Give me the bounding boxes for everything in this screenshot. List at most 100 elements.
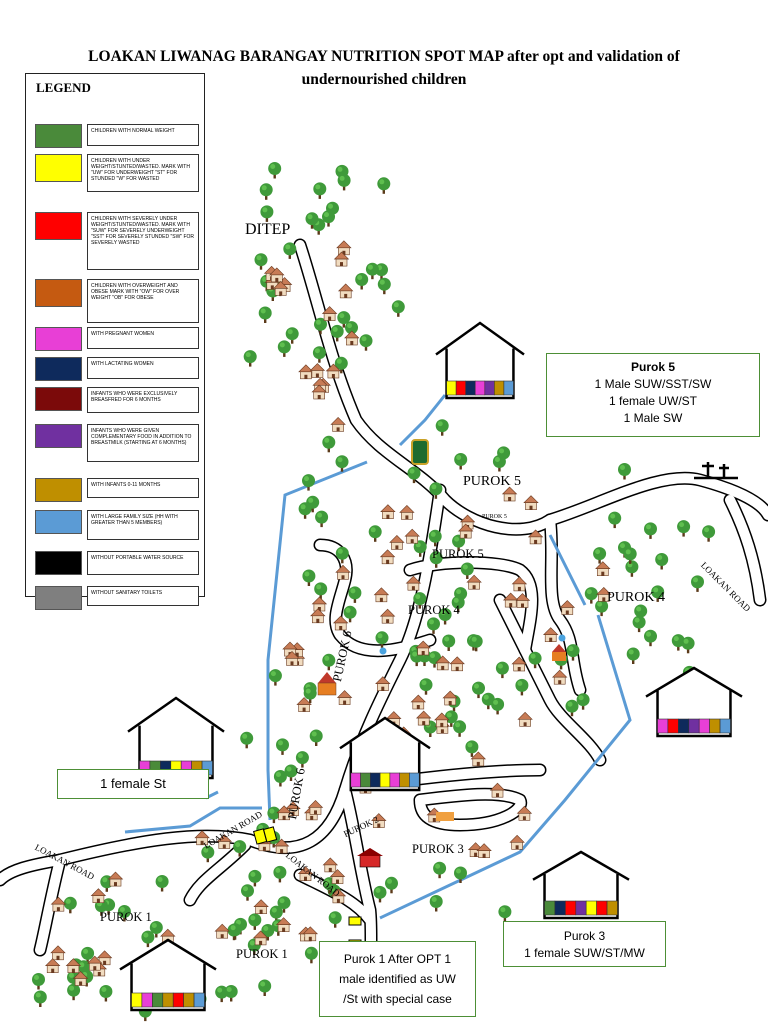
house-icon <box>50 945 66 961</box>
indicator-swatch <box>688 718 700 734</box>
water-point-icon <box>558 634 566 642</box>
tree-icon <box>454 453 468 470</box>
house-icon <box>470 751 486 767</box>
tree-icon <box>273 770 287 787</box>
house-icon <box>552 669 568 685</box>
tree-icon <box>273 865 287 883</box>
house-icon <box>466 574 482 590</box>
tree-icon <box>283 242 297 259</box>
tree-icon <box>355 273 369 290</box>
tree-icon <box>618 463 631 480</box>
tree-icon <box>315 510 329 528</box>
house-icon <box>595 561 611 577</box>
tree-icon <box>312 346 326 363</box>
tree-icon <box>259 183 273 200</box>
indicator-swatch <box>678 718 690 734</box>
indicator-swatch <box>474 380 486 396</box>
house-icon <box>543 627 559 643</box>
tree-icon <box>655 553 669 570</box>
indicator-swatch <box>152 992 164 1008</box>
yellow-marker-icon <box>253 826 362 949</box>
indicator-swatch <box>399 772 410 788</box>
tree-icon <box>373 885 387 903</box>
tree-icon <box>322 435 336 453</box>
legend-item: CHILDREN WITH UNDER WEIGHT/STUNTED/WASTE… <box>33 154 199 192</box>
tree-icon <box>228 923 242 940</box>
legend-label: WITH INFANTS 0-11 MONTHS <box>87 478 199 498</box>
legend-swatch <box>35 212 82 240</box>
tree-icon <box>702 525 716 542</box>
tree-icon <box>593 547 607 564</box>
tree-icon <box>515 678 529 696</box>
callout-line: 1 Male SW <box>623 411 683 425</box>
tree-icon <box>359 334 373 351</box>
legend-swatch <box>35 510 82 534</box>
house-icon <box>405 575 421 591</box>
legend-item: CHILDREN WITH OVERWEIGHT AND OBESE MARK … <box>33 279 199 323</box>
tree-icon <box>314 582 328 599</box>
tree-icon <box>677 520 691 537</box>
callout-line: 1 female SUW/ST/MW <box>524 946 645 960</box>
house-icon <box>214 923 230 939</box>
tree-icon <box>276 738 289 755</box>
tree-icon <box>391 300 405 317</box>
tree-icon <box>584 587 598 604</box>
indicator-swatch <box>379 772 391 788</box>
house-icon <box>296 697 312 713</box>
legend-label: CHILDREN WITH OVERWEIGHT AND OBESE MARK … <box>87 279 199 323</box>
tree-icon <box>258 306 272 323</box>
water-tank-icon <box>411 439 429 465</box>
tree-icon <box>155 875 169 892</box>
legend-item: WITH LARGE FAMILY SIZE (HH WITH GREATER … <box>33 510 199 540</box>
tree-icon <box>313 182 327 199</box>
household-marker <box>119 938 217 1012</box>
tree-icon <box>435 419 449 436</box>
place-label-purok1: PUROK 1 <box>236 947 288 961</box>
indicator-swatch <box>657 718 669 734</box>
tree-icon <box>453 720 467 737</box>
household-marker <box>339 716 431 792</box>
map-subtitle: undernourished children <box>301 71 467 88</box>
callout-purok1: Purok 1 After OPT 1 male identified as U… <box>319 941 476 1017</box>
tree-icon <box>99 985 113 1002</box>
tree-icon <box>433 861 447 879</box>
chapel-icon <box>317 672 337 696</box>
house-icon <box>523 495 539 511</box>
legend-swatch <box>35 387 82 411</box>
indicator-swatch <box>493 380 505 396</box>
tree-icon <box>385 876 398 894</box>
legend-swatch <box>35 154 82 182</box>
callout-purok5: Purok 5 1 Male SUW/SST/SW 1 female UW/ST… <box>546 353 760 437</box>
tree-icon <box>365 262 379 280</box>
tree-icon <box>377 277 391 295</box>
indicator-swatch <box>554 900 566 916</box>
tree-icon <box>608 511 622 529</box>
indicator-swatch <box>503 380 514 396</box>
indicator-swatch <box>172 992 184 1008</box>
tree-icon <box>429 895 443 912</box>
legend-swatch <box>35 327 82 351</box>
legend-label: CHILDREN WITH UNDER WEIGHT/STUNTED/WASTE… <box>87 154 199 192</box>
tree-icon <box>419 678 433 695</box>
tree-icon <box>644 629 657 647</box>
tree-icon <box>254 253 268 270</box>
legend-swatch <box>35 124 82 148</box>
legend-item: CHILDREN WITH SEVERELY UNDER WEIGHT/STUN… <box>33 212 199 270</box>
place-label-purok5: PUROK 5 <box>463 474 521 489</box>
indicator-swatch <box>141 992 153 1008</box>
indicator-swatch <box>585 900 597 916</box>
house-icon <box>517 711 533 727</box>
building-icon <box>436 812 454 821</box>
household-marker <box>127 696 225 780</box>
legend-label: INFANTS WHO WERE GIVEN COMPLEMENTARY FOO… <box>87 424 199 462</box>
house-icon <box>404 528 420 544</box>
tree-icon <box>309 729 323 746</box>
legend-item: WITH PREGNANT WOMEN <box>33 327 199 351</box>
health-center-icon <box>357 848 383 868</box>
place-label-purok4: PUROK 4 <box>607 590 665 605</box>
tree-icon <box>63 896 77 914</box>
house-icon <box>330 416 346 432</box>
tree-icon <box>644 522 657 539</box>
house-icon <box>309 363 325 378</box>
tree-icon <box>241 884 254 901</box>
